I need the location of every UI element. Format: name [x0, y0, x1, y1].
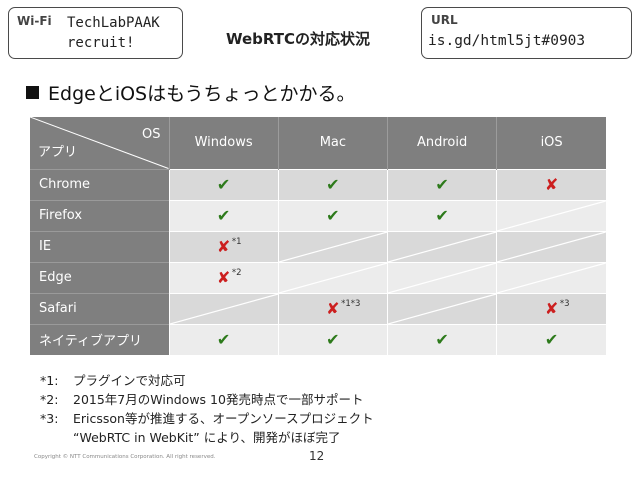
support-cell-mac: ✘*1*3	[277, 292, 388, 324]
url-tag: URL	[431, 13, 458, 27]
support-cell-android: ✔	[386, 323, 497, 355]
not-applicable-diagonal	[279, 263, 387, 293]
wifi-tag: Wi-Fi	[17, 14, 52, 28]
cell-footnote-ref: *3	[559, 298, 570, 309]
check-mark-icon: ✔	[435, 330, 449, 350]
support-cell-windows: ✘*2	[168, 261, 279, 293]
table-row: Safari✘*1*3✘*3	[30, 292, 606, 324]
support-cell-mac: ✔	[277, 323, 388, 355]
support-cell-ios: ✘	[496, 168, 606, 200]
row-header: Chrome	[30, 168, 169, 200]
support-cell-windows: ✔	[168, 168, 279, 200]
footnote-2: *2: 2015年7月のWindows 10発売時点で一部サポート	[40, 390, 374, 409]
table-corner-header: OS アプリ	[30, 117, 170, 169]
support-cell-windows: ✔	[168, 323, 279, 355]
support-cell-android	[386, 292, 497, 324]
not-applicable-diagonal	[497, 201, 606, 231]
cell-footnote-ref: *1*3	[341, 298, 361, 309]
row-header: Safari	[30, 292, 169, 324]
cell-footnote-ref: *2	[231, 267, 242, 278]
support-cell-windows: ✔	[168, 199, 279, 231]
row-header: IE	[30, 230, 169, 262]
support-cell-mac	[277, 261, 388, 293]
check-mark-icon: ✔	[435, 206, 449, 225]
wifi-password: recruit!	[67, 35, 135, 51]
not-applicable-diagonal	[170, 294, 278, 324]
wifi-info-box: Wi-Fi TechLabPAAK recruit!	[8, 7, 183, 59]
support-cell-ios	[496, 199, 606, 231]
support-cell-ios	[496, 230, 606, 262]
wifi-credentials: TechLabPAAK recruit!	[67, 13, 160, 53]
row-header: Firefox	[30, 199, 169, 231]
cell-footnote-ref: *1	[231, 236, 242, 247]
check-mark-icon: ✔	[216, 175, 231, 194]
table-header-row: OS アプリ Windows Mac Android iOS	[30, 117, 606, 169]
table-row: ネイティブアプリ ✔ ✔ ✔ ✔	[30, 323, 606, 355]
check-mark-icon: ✔	[544, 330, 559, 350]
column-header-windows: Windows	[169, 117, 279, 169]
support-cell-ios: ✔	[496, 323, 606, 355]
table-row: Chrome ✔ ✔ ✔ ✘	[30, 168, 606, 200]
cross-mark-icon: ✘	[544, 299, 559, 318]
table-row: IE✘*1	[30, 230, 606, 262]
table-row: Edge✘*2	[30, 261, 606, 293]
footnote-text: Ericsson等が推進する、オープンソースプロジェクト “WebRTC in …	[73, 411, 374, 445]
row-header: ネイティブアプリ	[30, 323, 169, 355]
check-mark-icon: ✔	[326, 175, 340, 194]
check-mark-icon: ✔	[216, 206, 231, 225]
support-cell-windows	[168, 292, 279, 324]
not-applicable-diagonal	[388, 294, 496, 324]
corner-app-label: アプリ	[38, 144, 78, 160]
check-mark-icon: ✔	[326, 330, 340, 350]
support-cell-android: ✔	[386, 168, 497, 200]
column-header-android: Android	[387, 117, 498, 169]
check-mark-icon: ✔	[435, 175, 449, 194]
cross-mark-icon: ✘	[216, 237, 231, 256]
support-cell-android	[386, 261, 497, 293]
footnote-1: *1: プラグインで対応可	[40, 371, 374, 390]
support-cell-android: ✔	[386, 199, 497, 231]
footnotes: *1: プラグインで対応可 *2: 2015年7月のWindows 10発売時点…	[40, 371, 374, 447]
bullet-text: EdgeとiOSはもうちょっとかかる。	[48, 83, 356, 105]
compatibility-table: OS アプリ Windows Mac Android iOS Chrome ✔ ✔ ✔…	[30, 117, 606, 355]
check-mark-icon: ✔	[326, 206, 340, 225]
cross-mark-icon: ✘	[326, 299, 340, 318]
support-cell-windows: ✘*1	[168, 230, 279, 262]
row-header: Edge	[30, 261, 169, 293]
column-header-ios: iOS	[496, 117, 606, 169]
footnote-text: プラグインで対応可	[73, 373, 186, 388]
url-link[interactable]: is.gd/html5jt#0903	[428, 33, 586, 49]
column-header-mac: Mac	[278, 117, 389, 169]
copyright-notice: Copyright © NTT Communications Corporati…	[34, 454, 216, 460]
support-cell-mac: ✔	[277, 199, 388, 231]
footnote-key: *2:	[40, 392, 59, 407]
slide-title: WebRTCの対応状況	[226, 30, 371, 48]
url-info-box: URL is.gd/html5jt#0903	[421, 7, 632, 59]
not-applicable-diagonal	[388, 232, 496, 262]
support-cell-ios: ✘*3	[496, 292, 606, 324]
corner-os-label: OS	[142, 127, 161, 142]
not-applicable-diagonal	[497, 232, 606, 262]
support-cell-mac: ✔	[277, 168, 388, 200]
footnote-text: 2015年7月のWindows 10発売時点で一部サポート	[73, 392, 364, 407]
page-number: 12	[309, 449, 325, 463]
not-applicable-diagonal	[497, 263, 606, 293]
bullet-square-icon	[26, 86, 39, 99]
not-applicable-diagonal	[388, 263, 496, 293]
footnote-key: *1:	[40, 373, 59, 388]
wifi-ssid: TechLabPAAK	[67, 15, 160, 31]
support-cell-mac	[277, 230, 388, 262]
not-applicable-diagonal	[279, 232, 387, 262]
corner-diagonal-line	[30, 117, 169, 169]
cross-mark-icon: ✘	[216, 268, 231, 287]
check-mark-icon: ✔	[216, 330, 231, 350]
footnote-3: *3: Ericsson等が推進する、オープンソースプロジェクト “WebRTC…	[40, 409, 374, 447]
footnote-key: *3:	[40, 411, 59, 426]
table-row: Firefox ✔ ✔ ✔	[30, 199, 606, 231]
bullet-point: EdgeとiOSはもうちょっとかかる。	[26, 79, 356, 106]
support-cell-android	[386, 230, 497, 262]
cross-mark-icon: ✘	[544, 175, 559, 194]
support-cell-ios	[496, 261, 606, 293]
